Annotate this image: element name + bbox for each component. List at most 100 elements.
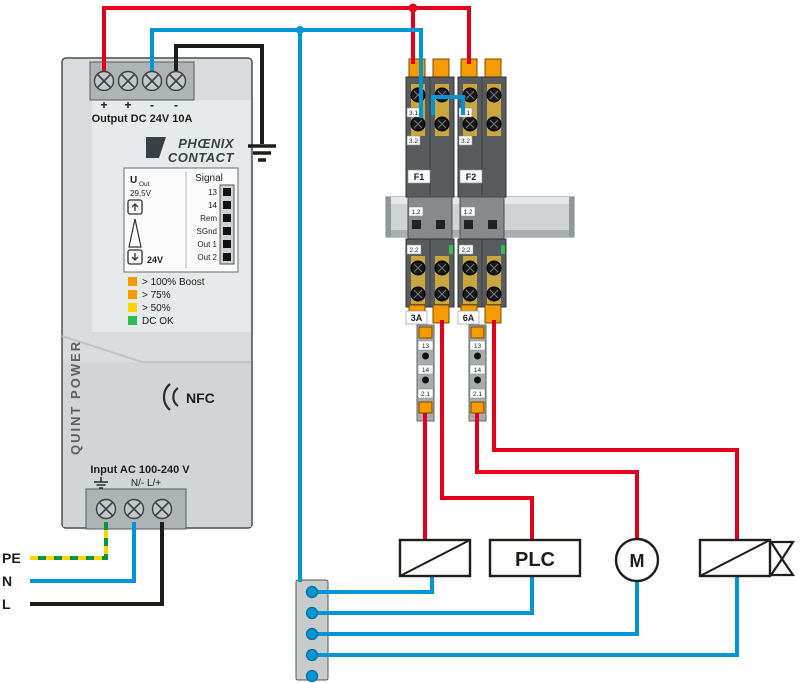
breaker-name: F2 <box>466 172 477 182</box>
signal-pin <box>223 214 231 222</box>
nfc-mark: NFC <box>162 383 215 411</box>
rail-latch <box>488 220 497 229</box>
terminal-tag: 3.2 <box>409 138 418 145</box>
uout-subscript: Out <box>139 181 150 188</box>
led-label: > 100% Boost <box>142 277 205 288</box>
release-lever-icon <box>470 401 485 414</box>
led-label: > 75% <box>142 290 171 301</box>
brand-line1: PHŒNIX <box>178 136 235 151</box>
wire-f2-to-motor <box>475 413 639 541</box>
aux-tag: 14 <box>422 367 430 374</box>
led-legend: > 100% Boost > 75% > 50% DC OK <box>128 277 205 327</box>
aux-contact <box>422 352 429 360</box>
aux-tag: 14 <box>474 367 482 374</box>
motor-label: M <box>630 551 645 571</box>
terminal-point <box>305 648 319 662</box>
valve-triangle-icon <box>768 540 796 562</box>
led-dcok <box>128 316 137 325</box>
power-supply-unit: + + - - Output DC 24V 10A PHŒNIX CONTACT… <box>61 57 253 530</box>
aux-tag: 2.1 <box>421 391 430 398</box>
wire-24v-feed-f1 <box>102 6 415 72</box>
plc-box: PLC <box>488 538 582 578</box>
breaker-rail-section <box>407 196 453 240</box>
status-led <box>449 245 453 254</box>
load-slash <box>699 539 771 577</box>
up-arrow-icon <box>131 203 139 211</box>
motor-symbol: M <box>614 537 660 583</box>
wire-return-valve <box>312 577 739 657</box>
junction-dot <box>296 26 304 34</box>
wire-0v-feed <box>150 28 423 118</box>
terminal-tag: 1.2 <box>463 209 472 216</box>
led-75 <box>128 290 137 299</box>
signal-panel-frame <box>123 167 239 273</box>
breaker-rail-section <box>459 196 505 240</box>
ground-symbol <box>248 144 276 162</box>
aux-tag: 13 <box>474 343 482 350</box>
terminal-screws <box>462 260 502 302</box>
release-lever-icon <box>418 401 433 414</box>
valve-symbol <box>698 538 796 578</box>
voltage-up-icon <box>127 199 143 215</box>
pot-24v-label: 24V <box>147 255 163 265</box>
led-boost <box>128 277 137 286</box>
release-lever-icon <box>470 326 485 339</box>
psu-crease <box>61 335 251 363</box>
breaker-rating: 6A <box>463 313 475 323</box>
uout-value: 29,5V <box>130 189 152 198</box>
potentiometer-icon <box>128 218 142 248</box>
n-label: N <box>2 573 12 589</box>
wire-earth <box>174 44 264 144</box>
psu-input-screws <box>95 498 173 520</box>
pin-label: Rem <box>200 214 217 223</box>
pe-label: PE <box>2 550 21 566</box>
nfc-label: NFC <box>186 390 215 406</box>
din-rail-right-cap <box>569 197 574 237</box>
wire-24v-feed-f2 <box>413 6 471 64</box>
rail-latch <box>464 220 473 229</box>
polarity-label: + <box>100 98 107 112</box>
pin-label: Out 2 <box>197 253 217 262</box>
brand-line2: CONTACT <box>168 150 235 165</box>
wiring <box>30 3 739 657</box>
led-50 <box>128 303 137 312</box>
earth-icon <box>94 477 108 489</box>
release-lever-icon <box>432 58 450 78</box>
nfc-wave-icon <box>172 387 179 407</box>
wire-return-motor <box>312 581 639 636</box>
aux-tag: 2.1 <box>473 391 482 398</box>
led-label: > 50% <box>142 303 171 314</box>
terminal-screws <box>410 87 450 132</box>
polarity-label: - <box>174 98 178 112</box>
led-label: DC OK <box>142 316 174 327</box>
valve-triangle-icon <box>768 557 796 577</box>
terminal-tag: 3.1 <box>461 110 470 117</box>
wire-0v-jumper <box>431 95 465 115</box>
wire-f1-to-plc <box>440 320 534 540</box>
aux-contact <box>422 376 429 384</box>
load-slash <box>399 539 471 577</box>
breaker-rating: 3A <box>411 313 423 323</box>
signal-pin <box>223 227 231 235</box>
nfc-wave-icon <box>162 383 171 411</box>
terminal-tag: 1.2 <box>411 209 420 216</box>
distribution-terminals <box>305 585 319 683</box>
polarity-label: + <box>124 98 131 112</box>
wire-return-plc <box>312 577 534 615</box>
polarity-label: - <box>150 98 154 112</box>
signal-connector <box>219 184 235 265</box>
terminal-tag: 3.1 <box>409 110 418 117</box>
psu-side-label: QUINT POWER <box>68 340 83 455</box>
pin-label: 13 <box>208 188 217 197</box>
input-terminal-label: N/- L/+ <box>131 478 161 489</box>
psu-output-screws <box>93 70 187 92</box>
status-led <box>501 245 505 254</box>
terminal-point <box>305 669 319 683</box>
l-label: L <box>2 596 11 612</box>
plc-label: PLC <box>515 549 555 571</box>
signal-pin <box>223 240 231 248</box>
wire-f2-to-valve <box>492 320 739 540</box>
signal-pin <box>223 253 231 261</box>
